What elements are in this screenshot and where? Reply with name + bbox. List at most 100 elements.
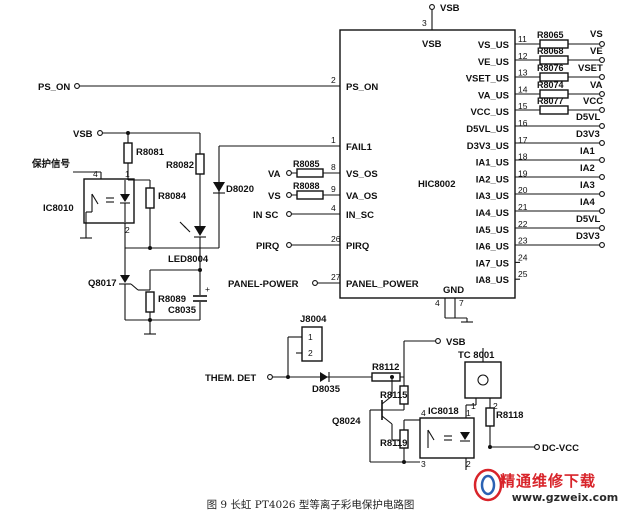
in-sc-input: IN SC [253, 210, 340, 221]
ic-gnd-label: GND [443, 285, 464, 296]
net-label-d3v3: D3V3 [576, 129, 600, 140]
ic-pin-number-24: 24 [518, 252, 528, 262]
resistor-r8082: R8082 [166, 153, 205, 226]
ic-pin-number-23: 23 [518, 236, 528, 246]
in-sc-label: IN SC [253, 210, 278, 221]
resistor-r8065: R8065 [515, 30, 600, 49]
resistor-r8077: R8077 [515, 96, 600, 115]
diode-d8035: D8035 [312, 372, 341, 395]
ic-pin-number-7-gnd: 7 [459, 298, 464, 308]
svg-text:R8077: R8077 [537, 96, 564, 106]
net-label-d3v3-2: D3V3 [576, 231, 600, 242]
led8004-label: LED8004 [168, 254, 209, 265]
ic-pin-name-ia6_us: IA6_US [476, 242, 509, 253]
ic-pin-name-vs_os: VS_OS [346, 169, 378, 180]
svg-text:R8081: R8081 [136, 147, 165, 158]
ic-pin-number-4-gnd: 4 [435, 298, 440, 308]
resistor-r8074: R8074 [515, 80, 600, 99]
svg-text:TC 8001: TC 8001 [458, 350, 495, 361]
svg-text:1: 1 [125, 169, 130, 179]
q8024-transistor: Q8024 [332, 375, 394, 462]
ic-pin-number-13: 13 [518, 68, 528, 78]
svg-text:4: 4 [421, 408, 426, 418]
ic-pin-name-ia3_us: IA3_US [476, 191, 509, 202]
net-label-va: VA [590, 80, 603, 91]
svg-text:IC8018: IC8018 [428, 406, 459, 417]
net-label-ia3: IA3 [580, 180, 595, 191]
ic-pin-number-25: 25 [518, 269, 528, 279]
ps-on-label: PS_ON [38, 82, 70, 93]
ic-pin-name-ve_us: VE_US [478, 57, 509, 68]
resistor-r8085-label: R8085 [293, 159, 320, 169]
resistor-r8119: R8119 [370, 419, 420, 464]
tc8001-regulator: TC 8001 1 2 [458, 348, 502, 412]
svg-text:R8084: R8084 [158, 191, 187, 202]
vsb-label-top: VSB [440, 3, 460, 14]
ic-pin-number-20: 20 [518, 185, 528, 195]
ic-pin-name-ia2_us: IA2_US [476, 174, 509, 185]
svg-text:1: 1 [466, 408, 471, 418]
ic-pin-number-3: 3 [422, 18, 427, 28]
svg-text:R8089: R8089 [158, 294, 186, 305]
resistor-r8081: R8081 [123, 142, 165, 164]
ic-pin-number-21: 21 [518, 202, 528, 212]
net-label-ia4: IA4 [580, 197, 596, 208]
ic-pin-number-14: 14 [518, 84, 528, 94]
led8004: LED8004 [168, 221, 209, 265]
net-label-d5vl-2: D5VL [576, 214, 600, 225]
vs-label: VS [268, 191, 281, 202]
svg-text:R8082: R8082 [166, 160, 194, 171]
ic-pin-number-16: 16 [518, 118, 528, 128]
net-label-d5vl: D5VL [576, 112, 600, 123]
ic-pin-name-vcc_us: VCC_US [470, 107, 509, 118]
svg-text:R8065: R8065 [537, 30, 564, 40]
net-label-ia2: IA2 [580, 163, 595, 174]
ic-pin-number-17: 17 [518, 135, 528, 145]
watermark-title: 精通维修下载 [500, 472, 597, 490]
ic-pin-number-12: 12 [518, 51, 528, 61]
svg-text:4: 4 [93, 169, 98, 179]
ic-pin-number-9: 9 [331, 184, 336, 194]
ic-pin-name-d5vl_us: D5VL_US [466, 124, 509, 135]
resistor-r8084: R8084 [128, 179, 187, 248]
c8035-label: C8035 [168, 305, 197, 316]
dc-vcc-label: DC-VCC [542, 443, 579, 454]
vsb-label-bottom: VSB [446, 337, 466, 348]
panel-power-label: PANEL-POWER [228, 279, 299, 290]
ic-pin-number-26: 26 [331, 234, 341, 244]
svg-text:D8035: D8035 [312, 384, 341, 395]
resistor-r8089: R8089 [144, 269, 200, 335]
svg-text:2: 2 [466, 459, 471, 469]
vsb-bottom-supply: VSB [403, 337, 466, 377]
net-label-ia1: IA1 [580, 146, 596, 157]
them-det-label: THEM. DET [205, 373, 256, 384]
svg-text:R8118: R8118 [496, 410, 523, 421]
ic-vsb-pin-label: VSB [422, 39, 442, 50]
va-input: VA R8085 [268, 159, 340, 180]
resistor-r8115: R8115 [380, 377, 409, 411]
svg-text:R8076: R8076 [537, 63, 564, 73]
ic-pin-number-18: 18 [518, 152, 528, 162]
pirq-input: PIRQ [256, 241, 340, 252]
dc-vcc-output: DC-VCC [534, 443, 579, 454]
q8024-label: Q8024 [332, 416, 361, 427]
va-label: VA [268, 169, 281, 180]
hic8002-chip: HIC8002 VSB GND [339, 29, 516, 299]
ic8010-optocoupler: 保护信号 4 1 2 IC8010 [31, 158, 135, 239]
net-label-vs: VS [590, 29, 603, 40]
ps-on-input: PS_ON [38, 82, 340, 93]
ic-pin-name-ia1_us: IA1_US [476, 158, 509, 169]
figure-caption: 图 9 长虹 PT4026 型等离子彩电保护电路图 [206, 499, 415, 511]
ic-vsb-supply: VSB 3 [422, 3, 460, 30]
pirq-label: PIRQ [256, 241, 279, 252]
d8020-label: D8020 [226, 184, 254, 195]
ic-right-pins: VS_US11VE_US12VSET_US13VA_US14VCC_US15D5… [466, 34, 528, 286]
svg-text:R8074: R8074 [537, 80, 564, 90]
svg-text:R8112: R8112 [372, 362, 399, 373]
resistor-r8088-label: R8088 [293, 181, 320, 191]
svg-text:3: 3 [421, 459, 426, 469]
connector-j8004: J8004 1 2 [287, 314, 327, 377]
ic-name: HIC8002 [418, 179, 456, 190]
resistor-r8118: R8118 [485, 407, 535, 449]
